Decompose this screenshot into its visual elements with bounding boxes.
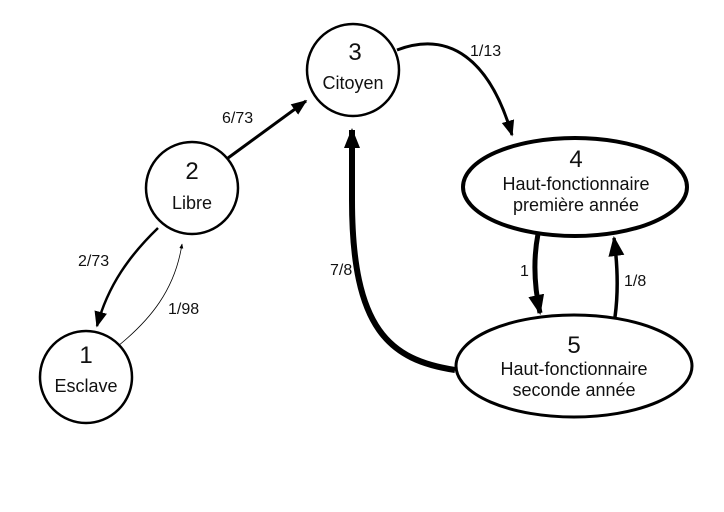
node-4-label-2: première année (513, 195, 639, 215)
node-1-esclave: 1 Esclave (38, 329, 134, 425)
node-3-label: Citoyen (322, 73, 383, 93)
edge-3-to-4 (396, 42, 515, 137)
edge-label-4-to-5: 1 (520, 263, 529, 280)
node-5-label-2: seconde année (512, 380, 635, 400)
node-2-label: Libre (172, 193, 212, 213)
edge-label-2-to-1: 2/73 (78, 253, 109, 270)
node-4-number: 4 (569, 146, 582, 173)
edge-label-5-to-4: 1/8 (624, 273, 646, 290)
node-1-number: 1 (79, 342, 92, 369)
node-3-number: 3 (348, 39, 361, 66)
edge-4-to-5 (528, 233, 545, 315)
node-4-haut-fonctionnaire-premiere-annee: 4 Haut-fonctionnaire première année (461, 136, 689, 238)
edge-label-2-to-3: 6/73 (222, 110, 253, 127)
edge-2-to-1 (94, 227, 159, 328)
node-3-citoyen: 3 Citoyen (305, 22, 401, 118)
edge-2-to-3 (227, 99, 308, 160)
edge-label-3-to-4: 1/13 (470, 43, 501, 60)
node-2-libre: 2 Libre (144, 140, 240, 236)
edge-1-to-2 (117, 243, 184, 347)
node-1-label: Esclave (54, 376, 117, 396)
edge-5-to-3 (344, 128, 456, 373)
edge-label-1-to-2: 1/98 (168, 301, 199, 318)
node-4-label: Haut-fonctionnaire (502, 174, 649, 194)
edge-label-5-to-3: 7/8 (330, 262, 352, 279)
edge-5-to-4 (608, 236, 625, 318)
node-5-haut-fonctionnaire-seconde-annee: 5 Haut-fonctionnaire seconde année (454, 313, 694, 419)
node-5-label: Haut-fonctionnaire (500, 359, 647, 379)
node-5-number: 5 (567, 332, 580, 359)
node-2-number: 2 (185, 158, 198, 185)
